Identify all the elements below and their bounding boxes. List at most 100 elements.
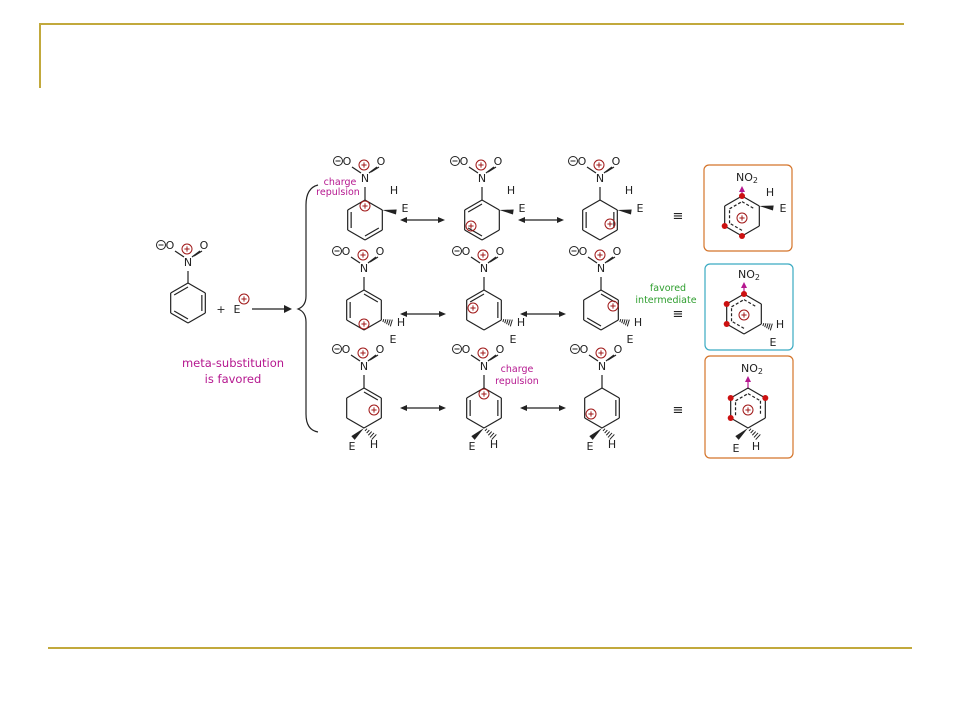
ring-double-bond (363, 391, 379, 401)
wedge-bond (351, 428, 364, 440)
hydrogen-label: H (625, 184, 633, 197)
ring-bond (364, 229, 383, 241)
ring-bond (724, 225, 743, 237)
hashed-bond (605, 431, 611, 436)
hashed-bond (506, 319, 509, 325)
electrophile-label: E (349, 440, 356, 453)
ring-bond (483, 417, 502, 429)
oxygen-atom: O (494, 155, 503, 168)
resonance-arrow-head (557, 217, 564, 223)
reaction-arrow-head (284, 305, 292, 313)
positive-charge-circle (595, 347, 607, 359)
wedge-bond (382, 209, 397, 215)
dipole-arrow-head (745, 376, 751, 382)
nitrogen-atom: N (480, 360, 488, 373)
delocalized-bond (747, 393, 761, 402)
positive-charge-circle (368, 404, 380, 416)
ring-bond (464, 199, 483, 211)
oxygen-atom: O (342, 343, 351, 356)
n-o-bond (367, 354, 377, 362)
hashed-bond (502, 319, 505, 323)
oxygen-atom: O (377, 155, 386, 168)
hashed-bond (621, 319, 624, 324)
ring-double-bond (173, 286, 189, 296)
oxygen-atom: O (462, 245, 471, 258)
ring-bond (730, 387, 749, 399)
oxygen-atom: O (613, 245, 622, 258)
n-o-bond (367, 256, 377, 264)
ring-double-bond (469, 293, 485, 303)
resonance-arrow-head (520, 405, 527, 411)
positive-charge-circle (465, 220, 477, 232)
resonance-arrow-head (400, 311, 407, 317)
top-vertical-rule (39, 23, 41, 88)
delocalized-bond (731, 320, 745, 329)
ring-bond (346, 289, 365, 301)
plus-sign: + (216, 303, 225, 316)
ring-bond (483, 289, 502, 301)
delocalized-bond (729, 201, 743, 210)
hydrogen-label: H (507, 184, 515, 197)
electrophile-label: E (519, 202, 526, 215)
partial-charge-dot (727, 395, 734, 401)
n-o-double-bond (370, 166, 380, 173)
n-o-bond (350, 256, 361, 264)
ring-bond (187, 282, 206, 294)
ring-bond (747, 417, 766, 429)
hashed-bond (607, 432, 613, 438)
n-o-double-bond (605, 166, 615, 173)
ring-bond (741, 195, 760, 207)
n-o-bond (368, 166, 378, 174)
hydrogen-label: H (634, 316, 642, 329)
oxygen-atom: O (614, 343, 623, 356)
ring-bond (743, 323, 762, 335)
hashed-bond (767, 323, 771, 330)
n-o-bond (470, 354, 481, 362)
resonance-arrow-head (559, 311, 566, 317)
ring-bond (346, 387, 365, 399)
bracket (296, 184, 319, 433)
delocalized-bond (731, 299, 745, 308)
positive-charge-circle (607, 300, 619, 312)
summary-box (704, 355, 794, 459)
positive-charge-circle (359, 200, 371, 212)
oxygen-atom: O (343, 155, 352, 168)
hydrogen-label: H (752, 440, 760, 453)
resonance-arrow-head (559, 405, 566, 411)
nitrogen-atom: N (361, 172, 369, 185)
ring-bond (363, 417, 382, 429)
resonance-arrow-head (518, 217, 525, 223)
partial-charge-dot (739, 233, 745, 239)
ring-bond (170, 282, 189, 294)
ring-bond (601, 417, 620, 429)
oxygen-atom: O (612, 155, 621, 168)
hashed-bond (748, 428, 752, 432)
negative-charge-circle (452, 344, 462, 354)
n-o-double-bond (489, 354, 499, 361)
electrophile-label: E (510, 333, 517, 346)
ring-bond (601, 387, 620, 399)
ring-bond (584, 417, 603, 429)
ring-bond (741, 225, 760, 237)
equivalence-sign: ≡ (673, 403, 684, 418)
n-o-double-bond (193, 250, 203, 257)
positive-charge-circle (475, 159, 487, 171)
ring-bond (466, 417, 485, 429)
ring-bond (599, 229, 618, 241)
ring-bond (599, 199, 618, 211)
oxygen-atom: O (460, 155, 469, 168)
n-o-bond (191, 250, 201, 258)
ring-bond (481, 199, 500, 211)
hashed-bond (766, 323, 769, 329)
n-o-bond (487, 354, 497, 362)
hydrogen-label: H (517, 316, 525, 329)
electrophile-label: E (234, 303, 241, 316)
hydrogen-label: H (370, 438, 378, 451)
positive-charge-circle (594, 249, 606, 261)
hashed-bond (604, 429, 608, 434)
favored-intermediate-label: favored (650, 283, 686, 294)
hashed-bond (509, 319, 513, 327)
no2-label: NO2 (736, 171, 758, 185)
bottom-horizontal-rule (48, 647, 912, 649)
